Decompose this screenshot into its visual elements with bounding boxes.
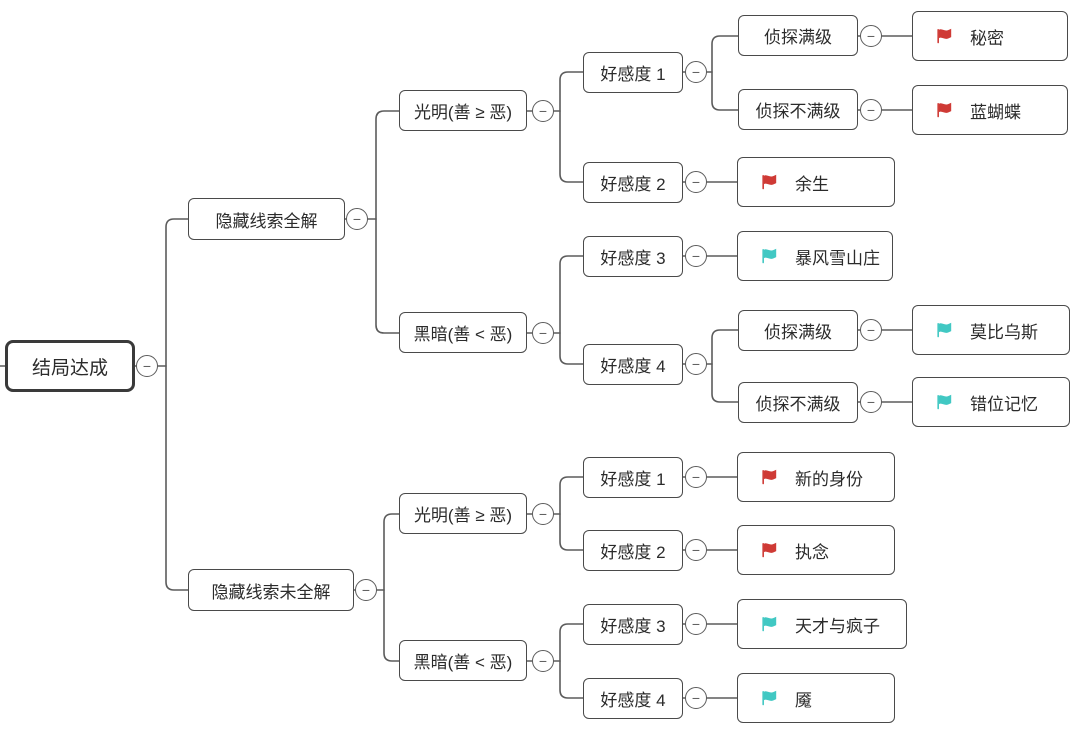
- node-label: 黑暗(善 < 恶): [413, 653, 513, 672]
- node-favorability-3-top[interactable]: 好感度 3: [583, 236, 683, 277]
- node-detective-max-top[interactable]: 侦探满级: [738, 15, 858, 56]
- node-label: 莫比乌斯: [970, 322, 1038, 342]
- flag-icon: [761, 248, 778, 265]
- flag-node-secret[interactable]: 秘密: [912, 11, 1068, 61]
- collapse-toggle[interactable]: −: [685, 613, 707, 635]
- node-label: 好感度 1: [600, 470, 666, 489]
- flag-icon: [761, 616, 778, 633]
- flag-node-misplaced-memory[interactable]: 错位记忆: [912, 377, 1070, 427]
- flag-node-blue-butterfly[interactable]: 蓝蝴蝶: [912, 85, 1068, 135]
- flag-node-mobius[interactable]: 莫比乌斯: [912, 305, 1070, 355]
- flag-node-nightmare[interactable]: 魇: [737, 673, 895, 723]
- collapse-toggle[interactable]: −: [355, 579, 377, 601]
- node-label: 光明(善 ≥ 恶): [413, 506, 513, 525]
- node-label: 暴风雪山庄: [795, 248, 880, 268]
- collapse-toggle[interactable]: −: [136, 355, 158, 377]
- collapse-toggle[interactable]: −: [532, 322, 554, 344]
- collapse-toggle[interactable]: −: [532, 650, 554, 672]
- node-label: 好感度 1: [600, 65, 666, 84]
- collapse-toggle[interactable]: −: [685, 171, 707, 193]
- flag-node-new-identity[interactable]: 新的身份: [737, 452, 895, 502]
- node-light-bottom[interactable]: 光明(善 ≥ 恶): [399, 493, 527, 534]
- collapse-toggle[interactable]: −: [685, 539, 707, 561]
- node-favorability-2-top[interactable]: 好感度 2: [583, 162, 683, 203]
- flag-node-genius-and-madman[interactable]: 天才与疯子: [737, 599, 907, 649]
- node-hidden-clues-all-solved[interactable]: 隐藏线索全解: [188, 198, 345, 240]
- node-label: 天才与疯子: [795, 616, 880, 636]
- node-label: 黑暗(善 < 恶): [413, 325, 513, 344]
- node-hidden-clues-not-all-solved[interactable]: 隐藏线索未全解: [188, 569, 354, 611]
- node-favorability-4-top[interactable]: 好感度 4: [583, 344, 683, 385]
- node-dark-top[interactable]: 黑暗(善 < 恶): [399, 312, 527, 353]
- node-label: 魇: [795, 690, 812, 710]
- node-ending-achieved[interactable]: 结局达成: [5, 340, 135, 392]
- node-label: 蓝蝴蝶: [970, 102, 1021, 122]
- node-detective-not-max-mid[interactable]: 侦探不满级: [738, 382, 858, 423]
- flag-icon: [936, 102, 953, 119]
- node-detective-not-max-top[interactable]: 侦探不满级: [738, 89, 858, 130]
- node-label: 侦探满级: [764, 28, 832, 47]
- flag-icon: [761, 690, 778, 707]
- node-label: 好感度 3: [600, 249, 666, 268]
- flag-icon: [936, 394, 953, 411]
- node-label: 隐藏线索全解: [215, 211, 318, 231]
- node-dark-bottom[interactable]: 黑暗(善 < 恶): [399, 640, 527, 681]
- flag-node-snowstorm-villa[interactable]: 暴风雪山庄: [737, 231, 893, 281]
- flag-icon: [761, 174, 778, 191]
- collapse-toggle[interactable]: −: [860, 99, 882, 121]
- node-light-top[interactable]: 光明(善 ≥ 恶): [399, 90, 527, 131]
- node-favorability-4-bottom[interactable]: 好感度 4: [583, 678, 683, 719]
- node-label: 光明(善 ≥ 恶): [413, 103, 513, 122]
- node-label: 好感度 3: [600, 617, 666, 636]
- collapse-toggle[interactable]: −: [532, 503, 554, 525]
- node-label: 秘密: [970, 28, 1004, 48]
- flag-node-rest-of-life[interactable]: 余生: [737, 157, 895, 207]
- node-label: 好感度 4: [600, 691, 666, 710]
- collapse-toggle[interactable]: −: [685, 245, 707, 267]
- node-label: 好感度 2: [600, 543, 666, 562]
- flag-icon: [761, 542, 778, 559]
- collapse-toggle[interactable]: −: [685, 61, 707, 83]
- node-favorability-1-top[interactable]: 好感度 1: [583, 52, 683, 93]
- node-label: 执念: [795, 542, 829, 562]
- node-favorability-1-bottom[interactable]: 好感度 1: [583, 457, 683, 498]
- collapse-toggle[interactable]: −: [685, 687, 707, 709]
- node-label: 新的身份: [795, 469, 863, 489]
- collapse-toggle[interactable]: −: [860, 319, 882, 341]
- flag-icon: [761, 469, 778, 486]
- node-label: 好感度 2: [600, 175, 666, 194]
- node-label: 侦探不满级: [755, 395, 841, 414]
- collapse-toggle[interactable]: −: [346, 208, 368, 230]
- collapse-toggle[interactable]: −: [685, 353, 707, 375]
- node-label: 错位记忆: [970, 394, 1038, 414]
- node-detective-max-mid[interactable]: 侦探满级: [738, 310, 858, 351]
- node-label: 余生: [795, 174, 829, 194]
- collapse-toggle[interactable]: −: [860, 391, 882, 413]
- node-label: 侦探不满级: [755, 102, 841, 121]
- node-label: 好感度 4: [600, 357, 666, 376]
- node-label: 结局达成: [31, 357, 108, 379]
- collapse-toggle[interactable]: −: [860, 25, 882, 47]
- flag-icon: [936, 28, 953, 45]
- node-favorability-2-bottom[interactable]: 好感度 2: [583, 530, 683, 571]
- flag-node-obsession[interactable]: 执念: [737, 525, 895, 575]
- flag-icon: [936, 322, 953, 339]
- node-favorability-3-bottom[interactable]: 好感度 3: [583, 604, 683, 645]
- collapse-toggle[interactable]: −: [532, 100, 554, 122]
- node-label: 侦探满级: [764, 323, 832, 342]
- collapse-toggle[interactable]: −: [685, 466, 707, 488]
- node-label: 隐藏线索未全解: [211, 582, 331, 602]
